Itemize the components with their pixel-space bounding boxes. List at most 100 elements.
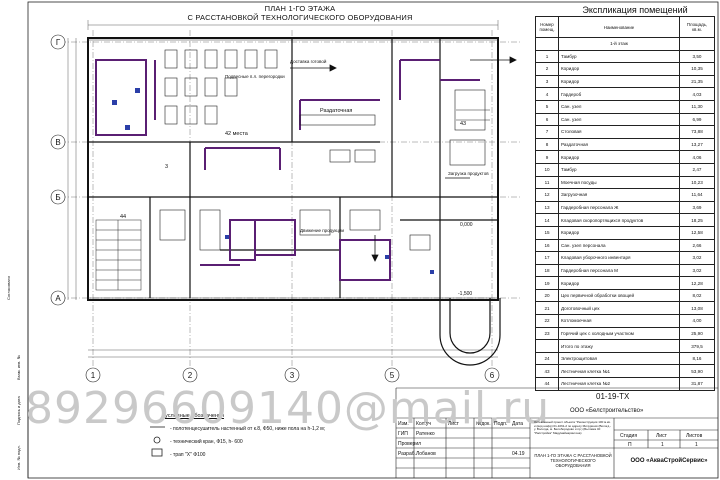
stamp-gip-name: Ратенко [416, 431, 435, 437]
explication-cell-name: Сан. узел персонала [558, 238, 680, 253]
explication-cell-name: Сан. узел [558, 99, 680, 114]
stamp-data: Дата [512, 421, 524, 427]
explication-cell-num: 2 [535, 62, 559, 76]
explication-cell-name: Коридор [558, 150, 680, 164]
label-movement: Движение продукции [300, 228, 344, 233]
explication-cell-area: 12,28 [679, 276, 715, 290]
stamp-sheets: 1 [695, 442, 698, 448]
explication-cell-num: 11 [535, 175, 559, 190]
explication-cell-num: 19 [535, 276, 559, 290]
explication-cell-area: 3,50 [679, 49, 715, 64]
floor-label: 1-й этаж [558, 37, 680, 51]
explication-cell-name: Цех первичной обработки овощей [558, 288, 680, 303]
stamp-ndok: №док. [476, 421, 491, 427]
explication-cell-name: Раздаточная [558, 137, 680, 152]
explication-cell-name: Итого по этажу [558, 339, 680, 353]
explication-cell-name: Гардероб [558, 87, 680, 101]
outer-walls [87, 37, 499, 301]
axis-label-1: 1 [91, 371, 96, 380]
explication-cell-name: Тамбур [558, 162, 680, 177]
axis-label-b: Б [55, 193, 60, 202]
legend-title: условные обозначения [165, 413, 224, 419]
axis-label-5: 5 [390, 371, 395, 380]
explication-cell-name: Коридор [558, 74, 680, 89]
explication-cell-name: Доготовочный цех [558, 301, 680, 316]
explication-cell-name: Гардеробная персонала Ж [558, 200, 680, 215]
explication-cell-name: Горячий цех с холодным участком [558, 326, 680, 341]
level-mark-zero: 0,000 [460, 222, 473, 228]
side-strip-a: Согласовано [6, 275, 11, 300]
stamp-sheet-label: Лист [656, 433, 667, 439]
side-strip-c: Подпись и дата [16, 396, 21, 425]
explication-cell-num: 15 [535, 225, 559, 240]
plan-title-line2: С РАССТАНОВКОЙ ТЕХНОЛОГИЧЕСКОГО ОБОРУДОВ… [187, 13, 413, 22]
explication-table: Номер помещ. Наименование Площадь, кв.м.… [535, 16, 715, 391]
plan-title: ПЛАН 1-ГО ЭТАЖА С РАССТАНОВКОЙ ТЕХНОЛОГИ… [150, 4, 450, 22]
explication-cell-area: 53,90 [679, 364, 715, 379]
explication-cell-name: Котломоечная [558, 314, 680, 328]
axis-label-2: 2 [188, 371, 193, 380]
floor-row: 1-й этаж [535, 37, 715, 51]
interior-walls [88, 38, 498, 298]
axis-label-v: В [55, 138, 60, 147]
stamp-date: 04.19 [512, 451, 525, 457]
kitchen-equipment [159, 89, 486, 251]
explication-cell-area: 12,58 [679, 225, 715, 240]
explication-cell-name: Сан. узел [558, 112, 680, 127]
watermark: 89296609140@mail.ru [25, 383, 551, 434]
legend-item-towel: - полотенцесушитель настенный от к.8, Ф5… [170, 426, 326, 432]
axis-label-6: 6 [490, 371, 495, 380]
stamp-org: ООО «Белстроительство» [570, 408, 644, 414]
explication-cell-area: 379,5 [679, 339, 715, 353]
explication-cell-name: Коридор [558, 225, 680, 240]
explication-cell-area: 73,88 [679, 125, 715, 139]
label-room44: 44 [120, 214, 126, 220]
explication-cell-num: 12 [535, 188, 559, 202]
wall-hatching [88, 39, 498, 299]
explication-cell-name: Тамбур [558, 49, 680, 64]
side-strip: Согласовано Взам. инв. № Подпись и дата … [0, 230, 28, 480]
explication-cell-num: 21 [535, 301, 559, 316]
explication-cell-area: 10,23 [679, 175, 715, 190]
axis-label-a: А [55, 294, 61, 303]
explication-cell-num: 1 [535, 49, 559, 64]
explication-cell-name: Загрузочная [558, 188, 680, 202]
explication-cell-num: 14 [535, 213, 559, 227]
explication-cell-num: 6 [535, 112, 559, 127]
explication-cell-num: 4 [535, 87, 559, 101]
explication-cell-area: 8,02 [679, 288, 715, 303]
label-loading: Загрузка продуктов [448, 171, 489, 176]
explication-cell-area: 3,02 [679, 263, 715, 278]
stamp-razrab-name: Лобанов [416, 451, 436, 457]
sanitary-fixtures [112, 88, 434, 274]
explication-cell-area: 25,90 [679, 326, 715, 341]
explication-cell-num: 16 [535, 238, 559, 253]
explication-cell-num: 43 [535, 364, 559, 379]
explication-cell-area: 4,06 [679, 150, 715, 164]
partition-walls [95, 59, 480, 281]
legend: условные обозначения - полотенцесушитель… [165, 410, 326, 462]
explication-cell-area: 2,66 [679, 238, 715, 253]
explication-cell-area: 21,35 [679, 74, 715, 89]
stamp-sheet-title: ПЛАН 1-ГО ЭТАЖА С РАССТАНОВКОЙ ТЕХНОЛОГИ… [534, 453, 612, 468]
explication-cell-area: 10,35 [679, 62, 715, 76]
explication-cell-num: 17 [535, 251, 559, 265]
plan-title-line1: ПЛАН 1-ГО ЭТАЖА [264, 4, 336, 13]
explication-cell-num: 8 [535, 137, 559, 152]
curved-entrance [439, 298, 501, 366]
